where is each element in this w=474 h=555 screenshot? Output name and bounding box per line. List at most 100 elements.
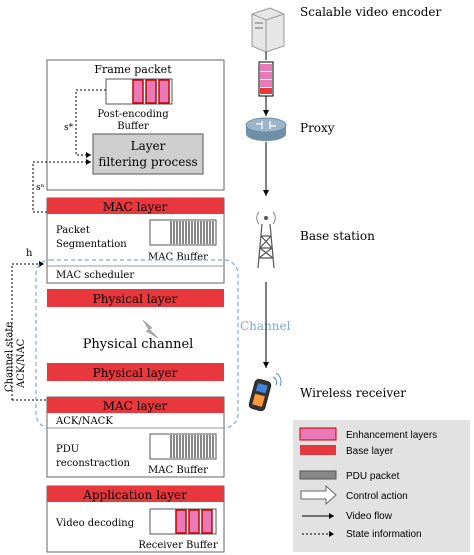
pdu-packet bbox=[176, 435, 178, 458]
legend: Enhancement layers Base layer PDU packet… bbox=[293, 420, 470, 552]
pdu-packet bbox=[185, 435, 187, 458]
pdu-packet bbox=[170, 221, 172, 244]
layer-filtering-label-1: Layer bbox=[131, 139, 166, 153]
enhancement-packet bbox=[201, 509, 213, 534]
physical-layer-top bbox=[47, 289, 224, 307]
enhancement-packet bbox=[175, 509, 187, 534]
pdu-packet bbox=[176, 221, 178, 244]
legend-enhancement-label: Enhancement layers bbox=[346, 430, 437, 441]
tower-icon bbox=[256, 211, 276, 269]
router-icon bbox=[245, 117, 287, 141]
pdu-packet bbox=[200, 221, 202, 244]
pdu-packet bbox=[203, 221, 205, 244]
receiver-label: Wireless receiver bbox=[300, 386, 406, 400]
enhancement-packet bbox=[132, 79, 144, 104]
s-n-path bbox=[32, 159, 91, 213]
legend-base-swatch bbox=[300, 445, 336, 455]
legend-control-arrow bbox=[300, 484, 337, 506]
s-star-label: s* bbox=[64, 123, 74, 133]
channel-state-label-1: Channel state bbox=[4, 322, 15, 392]
pdu-reconstruction-1: PDU bbox=[56, 444, 79, 455]
lightning-icon bbox=[142, 319, 159, 339]
ack-nack-label: ACK/NACK bbox=[55, 416, 113, 427]
pdu-packet bbox=[191, 435, 193, 458]
legend-pdu-label: PDU packet bbox=[346, 471, 400, 482]
packet-segmentation-2: Segmentation bbox=[56, 239, 127, 250]
pdu-packet bbox=[212, 435, 214, 458]
pdu-packet bbox=[170, 435, 172, 458]
h-path bbox=[11, 261, 44, 400]
pdu-packet bbox=[197, 221, 199, 244]
pdu-packet bbox=[200, 435, 202, 458]
pdu-packet bbox=[188, 221, 190, 244]
mac-layer-bottom-bar bbox=[47, 397, 224, 413]
pdu-packet bbox=[182, 435, 184, 458]
pdu-packet bbox=[209, 221, 211, 244]
mac-buffer-bottom-label: MAC Buffer bbox=[148, 465, 208, 476]
legend-enhancement-swatch bbox=[299, 427, 337, 441]
pdu-packet bbox=[173, 435, 175, 458]
server-icon bbox=[251, 7, 285, 53]
application-layer-bar bbox=[47, 486, 224, 502]
layer-filtering-label-2: filtering process bbox=[98, 155, 197, 169]
mac-scheduler-label: MAC scheduler bbox=[56, 270, 134, 281]
pdu-packet bbox=[179, 221, 181, 244]
pdu-packet bbox=[191, 221, 193, 244]
video-decoding-label: Video decoding bbox=[55, 518, 135, 529]
mac-layer-top-bar bbox=[47, 198, 224, 214]
encoder-label: Scalable video encoder bbox=[300, 5, 442, 19]
pdu-packet bbox=[179, 435, 181, 458]
packet-segmentation-1: Packet bbox=[56, 225, 90, 236]
legend-state-info-label: State information bbox=[346, 529, 422, 540]
base-layer-slice bbox=[260, 88, 272, 94]
application-layer-label: Application layer bbox=[82, 488, 187, 502]
physical-channel-label: Physical channel bbox=[83, 337, 194, 352]
pdu-packet bbox=[206, 435, 208, 458]
enhancement-layer-slice bbox=[260, 72, 272, 79]
mac-layer-top-label: MAC layer bbox=[103, 200, 168, 214]
legend-control-label: Control action bbox=[346, 491, 408, 502]
h-label: h bbox=[26, 248, 33, 259]
enhancement-layer-slice bbox=[260, 64, 272, 71]
pdu-packet bbox=[188, 435, 190, 458]
channel-label: Channel bbox=[240, 319, 291, 333]
enhancement-layer-slice bbox=[260, 80, 272, 87]
phone-icon bbox=[248, 372, 282, 412]
physical-layer-bottom bbox=[47, 363, 224, 381]
enhancement-packet bbox=[188, 509, 200, 534]
physical-layer-bottom-label: Physical layer bbox=[93, 366, 178, 380]
layer-filtering-box bbox=[92, 133, 204, 175]
pdu-packets-bottom bbox=[170, 435, 214, 458]
frame-packet-label: Frame packet bbox=[94, 63, 172, 76]
mac-buffer-top-label: MAC Buffer bbox=[148, 252, 208, 263]
physical-layer-top-label: Physical layer bbox=[93, 292, 178, 306]
legend-video-flow-label: Video flow bbox=[346, 511, 393, 522]
legend-base-label: Base layer bbox=[346, 446, 394, 457]
legend-box bbox=[293, 420, 470, 552]
pdu-packet bbox=[173, 221, 175, 244]
pdu-packet bbox=[212, 221, 214, 244]
pdu-reconstruction-2: reconstraction bbox=[56, 458, 130, 469]
enhancement-packet bbox=[145, 79, 157, 104]
pdu-packet bbox=[194, 221, 196, 244]
pdu-packet bbox=[194, 435, 196, 458]
pdu-packet bbox=[209, 435, 211, 458]
mac-layer-bottom-label: MAC layer bbox=[103, 399, 168, 413]
receiver-buffer-label: Receiver Buffer bbox=[138, 540, 218, 551]
base-station-label: Base station bbox=[300, 229, 375, 243]
pdu-packet bbox=[185, 221, 187, 244]
pdu-packet bbox=[206, 221, 208, 244]
pdu-packets-top bbox=[170, 221, 214, 244]
post-encoding-label-1: Post-encoding bbox=[97, 109, 169, 120]
pdu-packet bbox=[197, 435, 199, 458]
pdu-packet bbox=[182, 221, 184, 244]
pdu-packet bbox=[203, 435, 205, 458]
legend-pdu-swatch bbox=[299, 470, 337, 480]
post-encoding-label-2: Buffer bbox=[117, 121, 149, 132]
s-n-label: sⁿ bbox=[36, 183, 45, 193]
enhancement-packet bbox=[158, 79, 170, 104]
proxy-label: Proxy bbox=[300, 121, 335, 135]
channel-state-label-2: ACK/NAC bbox=[16, 338, 27, 389]
